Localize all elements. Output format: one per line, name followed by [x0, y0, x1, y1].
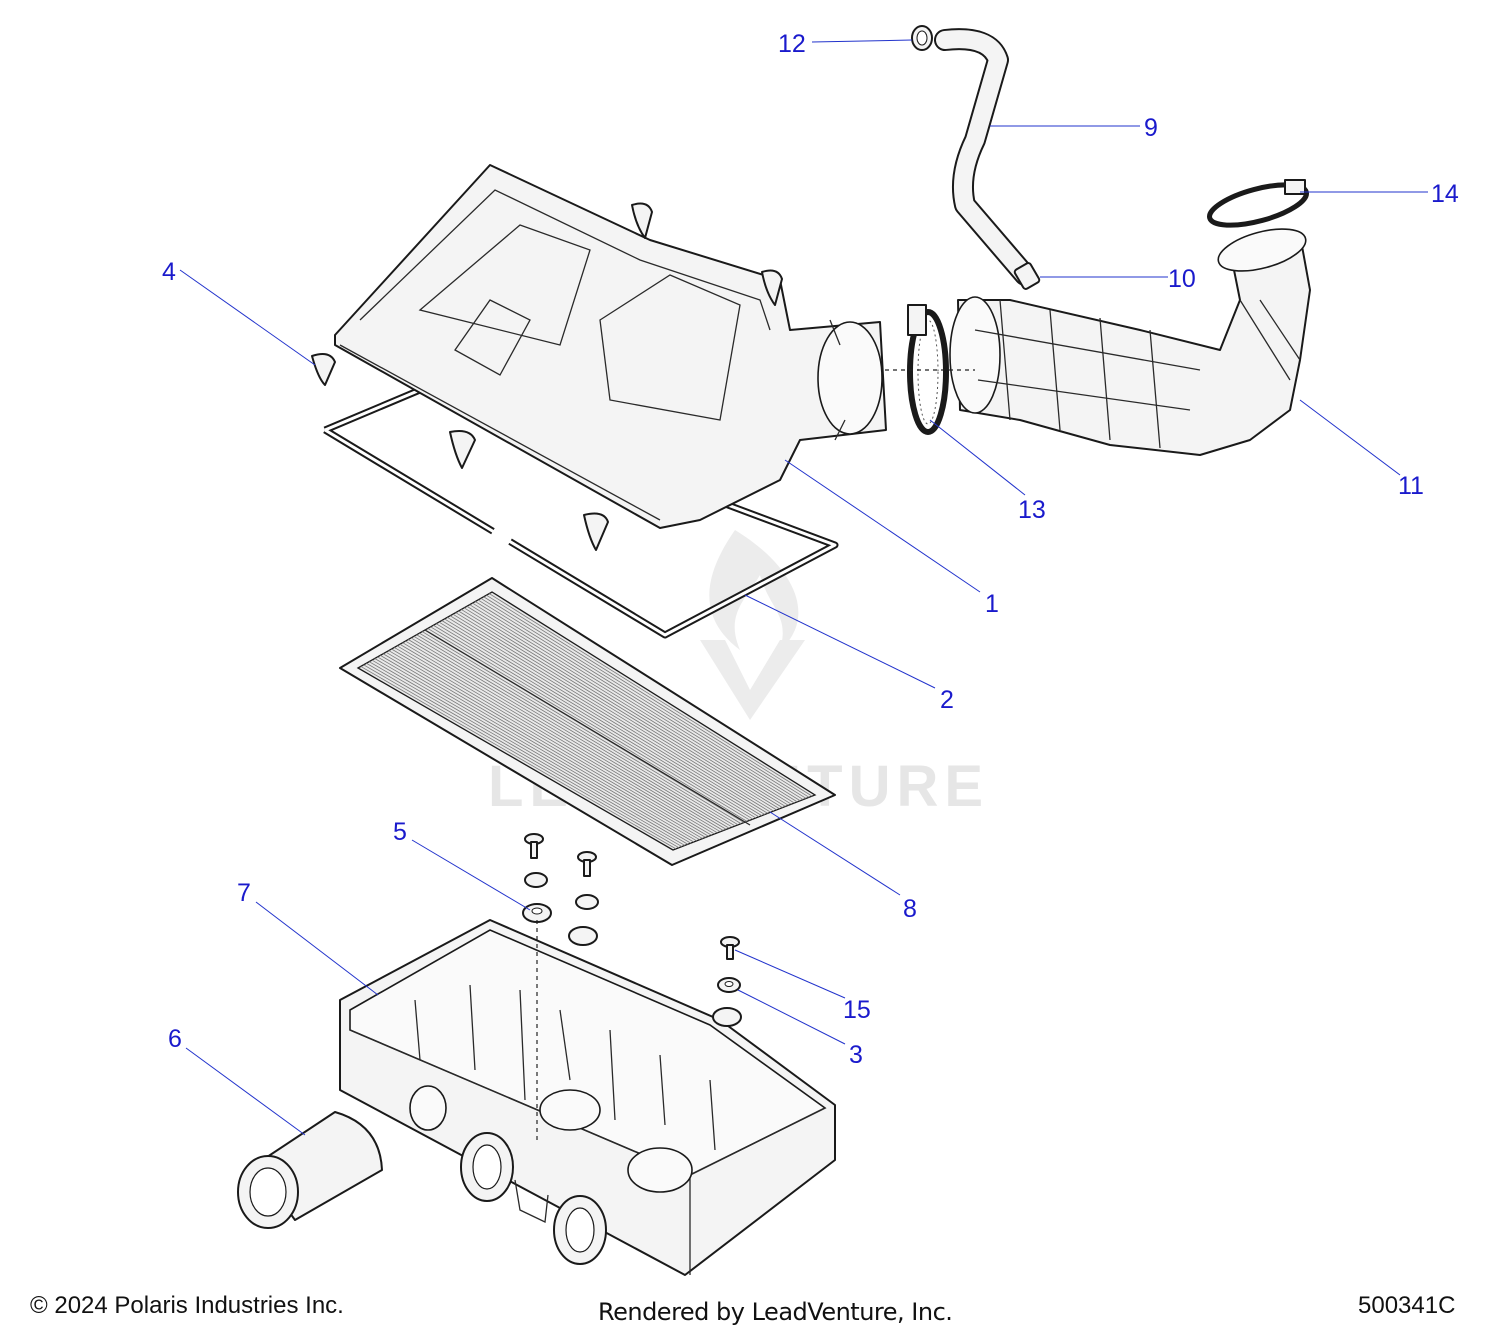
- filter-pleat: [396, 645, 715, 835]
- filter-pleats: [360, 593, 813, 850]
- callout-5: 5: [393, 818, 407, 846]
- base-outlet-nozzles: [460, 1132, 607, 1265]
- filter-pleat: [416, 634, 736, 827]
- filter-pleat: [374, 658, 691, 844]
- part-13-band-clamp[interactable]: [907, 304, 949, 435]
- filter-pleat: [433, 624, 754, 820]
- filter-pleat: [455, 612, 777, 811]
- callout-1: 1: [985, 590, 999, 618]
- filter-pleat: [477, 599, 801, 802]
- part-11-intake-duct[interactable]: [949, 221, 1311, 456]
- callout-4: 4: [162, 258, 176, 286]
- filter-pleat: [363, 664, 680, 849]
- filter-pleat: [488, 593, 813, 797]
- filter-pleat: [452, 613, 774, 812]
- callout-2: 2: [940, 686, 954, 714]
- filter-pleat: [458, 610, 780, 810]
- part-6-intake-horn[interactable]: [237, 1111, 383, 1229]
- filter-pleat: [438, 621, 759, 818]
- filter-pleat: [366, 662, 683, 847]
- filter-pleat: [360, 666, 677, 850]
- callout-10: 10: [1168, 265, 1196, 293]
- callout-3: 3: [849, 1041, 863, 1069]
- filter-pleat: [430, 626, 751, 821]
- part-7-airbox-base[interactable]: [339, 919, 836, 1276]
- part-8-air-filter[interactable]: [339, 577, 836, 866]
- filter-pleat: [441, 620, 762, 816]
- part-2-gasket[interactable]: [323, 386, 839, 639]
- callout-9: 9: [1144, 114, 1158, 142]
- filter-pleat: [461, 609, 783, 808]
- filter-pleat: [405, 640, 724, 831]
- filter-pleat: [402, 642, 721, 833]
- callout-12: 12: [778, 30, 806, 58]
- filter-pleat: [380, 654, 697, 842]
- filter-pleat: [368, 661, 686, 846]
- filter-pleat: [413, 635, 733, 828]
- filter-pleat: [422, 631, 742, 824]
- diagram-code: 500341C: [1358, 1292, 1456, 1319]
- callout-15: 15: [843, 996, 871, 1024]
- callout-13: 13: [1018, 496, 1046, 524]
- filter-pleat: [427, 628, 748, 822]
- leader-lines: [179, 39, 1428, 1136]
- filter-pleat: [408, 639, 727, 830]
- callout-numbers: 12 9 14 4 10 13 11 1 2 8 5 7 15 3 6: [162, 30, 1459, 1069]
- part-10-fitting[interactable]: [1013, 262, 1041, 290]
- part-1-airbox-cover[interactable]: [334, 164, 887, 529]
- part-12-small-clamp[interactable]: [911, 25, 933, 51]
- part-15-screw[interactable]: [720, 936, 740, 960]
- filter-pleat: [435, 623, 757, 819]
- filter-pleat: [466, 605, 789, 806]
- part-9-breather-hose[interactable]: [934, 28, 1036, 286]
- filter-pleat: [444, 618, 765, 815]
- callout-8: 8: [903, 895, 917, 923]
- filter-pleat: [419, 632, 739, 826]
- rendered-by-text: Rendered by LeadVenture, Inc.: [598, 1298, 953, 1326]
- part-5-grommet[interactable]: [522, 903, 552, 923]
- filter-pleat: [469, 604, 792, 805]
- filter-pleat: [388, 650, 706, 838]
- callout-14: 14: [1431, 180, 1459, 208]
- filter-pleat: [486, 594, 810, 798]
- filter-pleat: [447, 616, 768, 814]
- screws-group: [524, 833, 597, 877]
- filter-pleat: [371, 659, 688, 845]
- filter-pleat: [394, 647, 712, 836]
- copyright-text: © 2024 Polaris Industries Inc.: [30, 1292, 344, 1319]
- filter-pleat: [483, 596, 807, 799]
- grommet-group: [524, 872, 742, 1027]
- callout-7: 7: [237, 879, 251, 907]
- filter-pleat: [399, 643, 718, 834]
- filter-pleat: [377, 656, 694, 843]
- filter-pleat: [480, 597, 804, 800]
- filter-pleat: [449, 615, 771, 813]
- filter-pleat: [391, 648, 709, 837]
- part-4-clips[interactable]: [311, 202, 783, 551]
- alignment-lines: [536, 369, 975, 1140]
- callout-6: 6: [168, 1025, 182, 1053]
- filter-pleat: [382, 653, 700, 841]
- part-14-hose-clamp[interactable]: [1206, 177, 1311, 234]
- filter-pleat: [463, 607, 786, 807]
- filter-pleat: [475, 601, 798, 803]
- filter-pleat: [472, 602, 795, 804]
- filter-pleat: [385, 651, 703, 839]
- callout-11: 11: [1398, 472, 1424, 500]
- filter-pleat: [410, 637, 730, 829]
- part-3-washer[interactable]: [717, 977, 741, 993]
